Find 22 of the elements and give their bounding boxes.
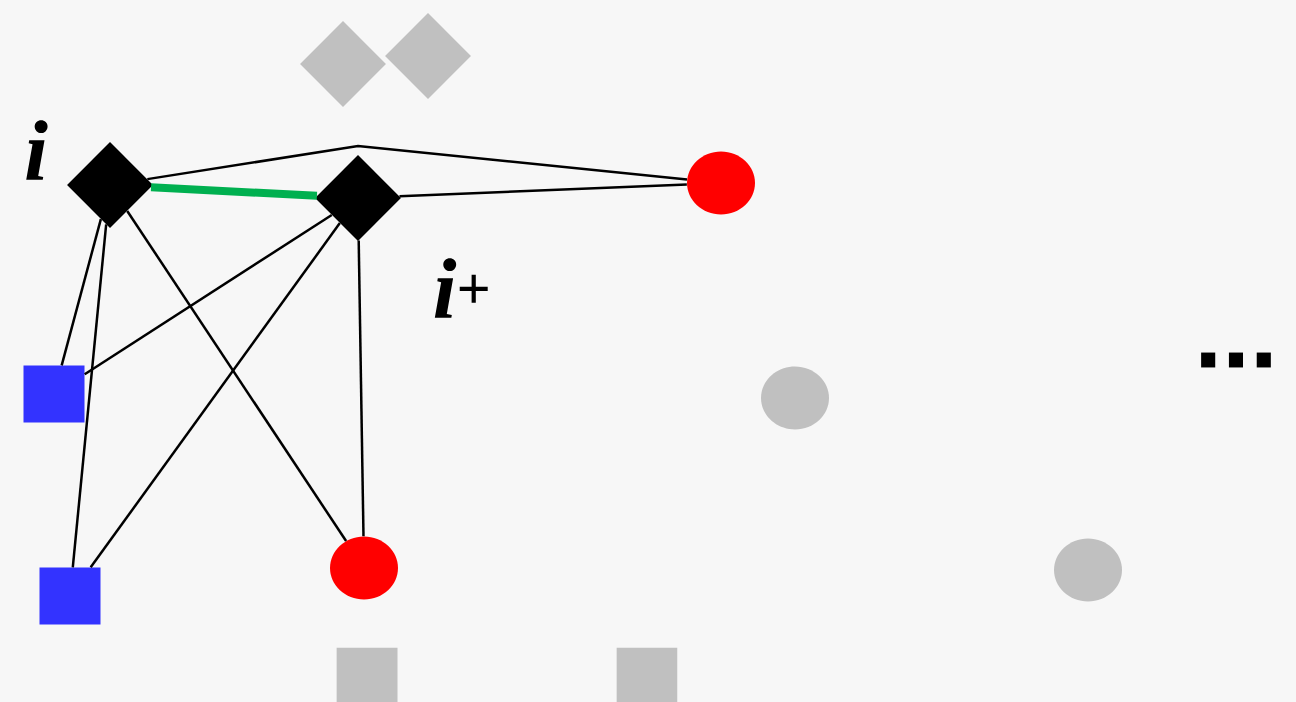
diamond-marker [300, 21, 386, 107]
circle-marker [1054, 538, 1122, 602]
square-marker [23, 365, 85, 423]
connector-line [399, 183, 687, 198]
diamond-marker [67, 142, 153, 228]
ellipsis: ... [1201, 352, 1271, 368]
node-label: i$^{+}$ [434, 258, 488, 318]
connector-line [89, 222, 341, 569]
circle-marker [761, 366, 829, 430]
connector-line [84, 213, 333, 376]
connector-line [126, 210, 348, 542]
diamond-marker [385, 13, 471, 99]
node-label: i [26, 120, 48, 180]
circle-marker [687, 151, 755, 215]
connector-line [357, 240, 365, 537]
circle-marker [330, 536, 398, 600]
diamond-marker [315, 155, 401, 241]
connector-line [71, 224, 108, 568]
connector-line [60, 218, 103, 366]
connector-line [147, 144, 688, 181]
highlighted-line [150, 183, 318, 200]
square-marker [39, 567, 101, 625]
